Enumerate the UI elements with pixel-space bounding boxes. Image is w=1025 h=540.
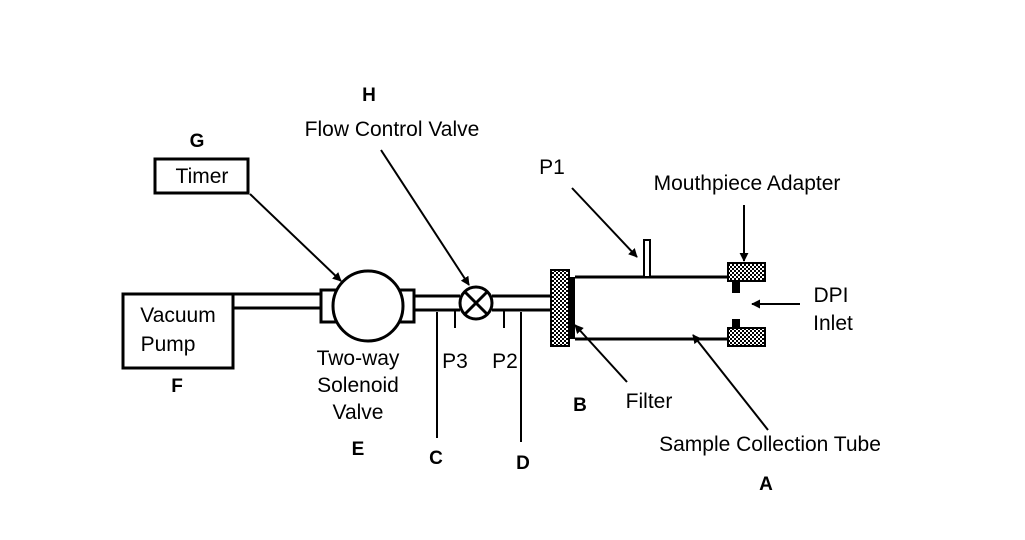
valve-label: Valve	[333, 401, 384, 424]
timer-arrow	[249, 193, 342, 282]
sample-collection-tube-label: Sample Collection Tube	[659, 433, 881, 456]
letter-b: B	[573, 395, 587, 416]
mouthpiece-adapter-bottom	[727, 327, 766, 347]
letter-a: A	[759, 474, 773, 495]
timer-box	[153, 157, 250, 195]
letter-g: G	[190, 131, 205, 152]
letter-h: H	[362, 85, 376, 106]
mouthpiece-seal-bottom	[732, 319, 740, 329]
letter-d: D	[516, 453, 530, 474]
p2-label: P2	[492, 350, 518, 373]
two-way-label: Two-way	[317, 347, 400, 370]
timer-label: Timer	[176, 165, 229, 188]
fcv-arrow	[380, 149, 470, 286]
inlet-label: Inlet	[813, 312, 853, 335]
letter-c: C	[429, 448, 443, 469]
pump-label: Pump	[141, 333, 196, 356]
p1-port	[643, 239, 651, 278]
flow-control-valve-label: Flow Control Valve	[305, 118, 480, 141]
mouthpiece-adapter-top	[727, 262, 766, 282]
filter-label: Filter	[626, 390, 673, 413]
dpi-label: DPI	[813, 284, 848, 307]
letter-f: F	[171, 376, 183, 397]
valve-cross-b	[463, 290, 489, 316]
solenoid-valve-body	[331, 269, 405, 343]
solenoid-label: Solenoid	[317, 374, 399, 397]
mouthpiece-seal-top	[732, 281, 740, 293]
sample-tube-arrow	[692, 334, 769, 431]
mouthpiece-adapter-label: Mouthpiece Adapter	[654, 172, 841, 195]
vacuum-label: Vacuum	[140, 304, 215, 327]
filter-arrow	[574, 324, 628, 383]
filter-element	[569, 277, 575, 339]
p1-arrow	[571, 187, 638, 258]
filter-holder	[550, 269, 570, 347]
vacuum-pump-box	[121, 292, 235, 370]
p1-label: P1	[539, 156, 565, 179]
p3-label: P3	[442, 350, 468, 373]
letter-e: E	[352, 439, 365, 460]
